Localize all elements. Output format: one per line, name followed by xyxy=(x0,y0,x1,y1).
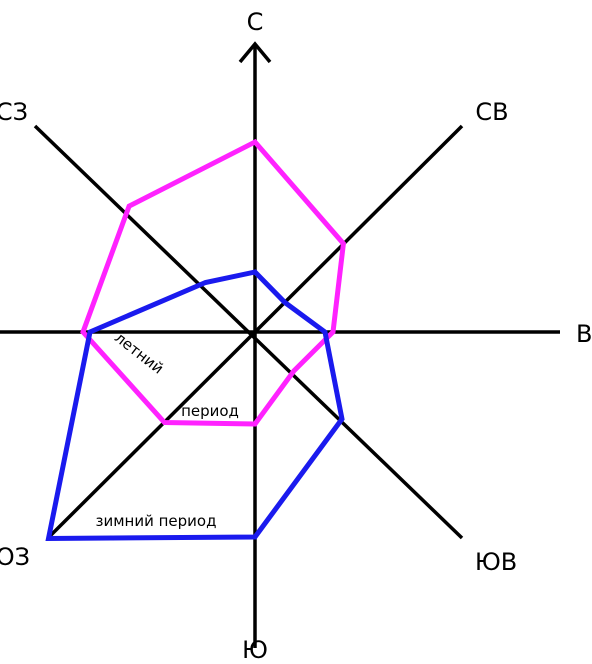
series-layer xyxy=(45,138,347,542)
direction-label-northeast: СВ xyxy=(475,98,508,126)
winter-series-polygon xyxy=(45,269,345,542)
direction-label-north: С xyxy=(247,8,264,36)
axis-northeast-southwest xyxy=(46,124,464,540)
direction-labels: С СВ В ЮВ Ю ЮЗ З СЗ xyxy=(0,8,592,664)
axis-northwest-southeast xyxy=(33,124,464,540)
winter-period-label: зимний период xyxy=(96,512,217,530)
direction-label-northwest: СЗ xyxy=(0,98,28,126)
summer-period-label-line2: период xyxy=(181,402,239,420)
direction-label-east: В xyxy=(576,320,592,348)
summer-series-polygon xyxy=(80,138,347,427)
direction-label-southwest: ЮЗ xyxy=(0,543,30,571)
direction-label-south: Ю xyxy=(242,636,268,664)
direction-label-southeast: ЮВ xyxy=(475,548,517,576)
period-labels: летний период зимний период xyxy=(96,328,239,530)
north-arrow-head xyxy=(238,41,272,64)
